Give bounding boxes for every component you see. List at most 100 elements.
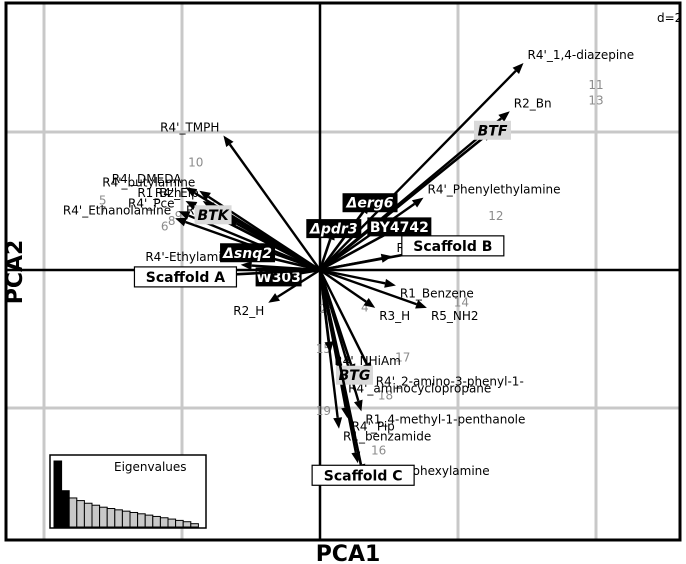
vector-arrowhead <box>354 399 363 412</box>
observation-label: 5 <box>99 194 107 208</box>
vector-label: R4'_Eip <box>155 186 199 200</box>
vector-label: R4'_2-amino-3-phenyl-1- <box>376 375 524 389</box>
observation-label: 8 <box>168 214 176 228</box>
x-axis-title: PCA1 <box>316 542 381 564</box>
eigenvalue-bar <box>137 513 146 528</box>
vector-label: R4'_DMEDA <box>112 172 182 186</box>
eigenvalue-bar <box>53 460 63 528</box>
scaffold-label: Scaffold B <box>413 239 492 255</box>
vector-line <box>318 269 339 418</box>
vector-line <box>319 268 386 285</box>
scaffold-label-box <box>311 464 415 486</box>
eigenvalue-bar <box>182 521 192 528</box>
strain-label: BTK <box>198 208 230 224</box>
scaffolds-layer: Scaffold A Scaffold B Scaffold C <box>133 235 505 486</box>
vector-label: R4'_Phenylethylamine <box>428 183 561 197</box>
observation-label: 13 <box>588 93 603 107</box>
vector-label: R4'_aminocyclopropane <box>348 381 491 395</box>
vector-arrowhead <box>268 293 280 303</box>
vector-arrowhead <box>185 187 198 197</box>
strain-label-box <box>194 205 232 225</box>
plot-frame <box>4 1 682 542</box>
vector-arrowhead <box>223 135 234 147</box>
eigenvalue-bar <box>167 518 177 528</box>
scaffold-label-box <box>401 235 505 257</box>
strain-label: BY4742 <box>370 220 429 236</box>
eigenvalue-bar <box>129 511 139 528</box>
vector-arrowhead <box>498 111 510 122</box>
vectors-layer: R4'_1,4-diazepineR2_BnR4'_TMPHR4'_DMEDAR… <box>63 48 634 478</box>
eigenvalue-bar <box>152 515 161 528</box>
vector-label: R1_Benzene <box>400 287 474 301</box>
eigenvalue-bar <box>121 510 131 528</box>
strain-label-box <box>474 120 511 140</box>
strain-label-box <box>306 219 362 239</box>
eigenvalue-bar <box>106 508 116 528</box>
scaffold-label: Scaffold A <box>146 270 225 286</box>
observation-label: 19 <box>316 404 331 418</box>
strain-label-box <box>220 243 276 263</box>
vector-arrowhead <box>240 261 252 270</box>
vector-line <box>318 238 332 271</box>
vector-arrowhead <box>199 190 211 201</box>
observation-label: 14 <box>454 295 469 309</box>
scaffold-label: Scaffold C <box>324 468 403 484</box>
vector-arrowhead <box>178 211 191 220</box>
vector-label: R2_Bn <box>514 96 552 110</box>
vector-label: R4'-Ethylamine <box>145 250 236 264</box>
vector-line <box>319 202 416 271</box>
eigenvalue-bar <box>91 504 101 528</box>
eigenvalue-bar <box>175 519 184 528</box>
vector-arrowhead <box>411 197 424 208</box>
vector-line <box>228 143 321 271</box>
vector-label: R2_H <box>233 304 264 318</box>
observation-label: 17 <box>395 350 410 364</box>
strain-label: Δsnq2 <box>222 246 272 262</box>
vector-label: R1_4-methyl-1-penthanole <box>365 412 525 426</box>
strain-label-box <box>336 365 373 385</box>
vector-line <box>319 230 391 272</box>
vector-line <box>319 136 485 272</box>
strain-label: BTF <box>478 123 508 139</box>
scaffold-label-box <box>133 266 238 288</box>
strain-label-box <box>367 217 432 237</box>
vector-arrowhead <box>363 298 376 308</box>
eigenvalue-bar <box>83 502 93 528</box>
observation-label: 16 <box>371 444 386 458</box>
eigenvalue-bar <box>76 500 85 528</box>
strain-label: BTG <box>339 368 371 384</box>
eigenvalues-inset: Eigenvalues <box>49 454 207 529</box>
vector-arrowhead <box>384 278 396 288</box>
observation-label: 2 <box>320 302 328 316</box>
vector-arrowhead <box>185 201 198 210</box>
eigenvalue-bar <box>114 509 123 528</box>
strain-label-box <box>342 193 398 213</box>
vector-line <box>319 268 417 306</box>
observation-label: 4 <box>361 300 369 314</box>
eigenvalue-bar <box>61 490 70 528</box>
vector-label: R3_H <box>379 309 410 323</box>
vector-label: R4'_butylamine <box>102 176 195 190</box>
vector-label: R4'_Pip <box>352 419 395 433</box>
eigenvalue-bar <box>144 514 154 528</box>
observation-label: 7 <box>99 204 107 218</box>
y-axis-title: PCA2 <box>3 240 28 305</box>
vector-arrowhead <box>415 300 427 309</box>
eigenvalue-bar <box>68 497 78 528</box>
vector-label: R5_NH2 <box>431 309 479 323</box>
scale-label: d=2 <box>657 11 682 25</box>
vector-label: R4'_1,4-diazepine <box>528 48 635 62</box>
eigenvalues-title: Eigenvalues <box>114 460 187 474</box>
vector-label: R4'_Pce <box>128 196 175 210</box>
vector-arrowhead <box>175 217 187 227</box>
observation-label: 18 <box>378 388 393 402</box>
eigenvalue-bar <box>159 517 169 528</box>
eigenvalue-bar <box>190 523 199 528</box>
vector-label: R4'_Ethanolamine <box>63 203 171 217</box>
vector-line <box>318 269 353 366</box>
eigenvalue-bar <box>99 506 108 528</box>
observation-label: 11 <box>588 78 603 92</box>
vector-label: R1_benzamide <box>343 430 431 444</box>
